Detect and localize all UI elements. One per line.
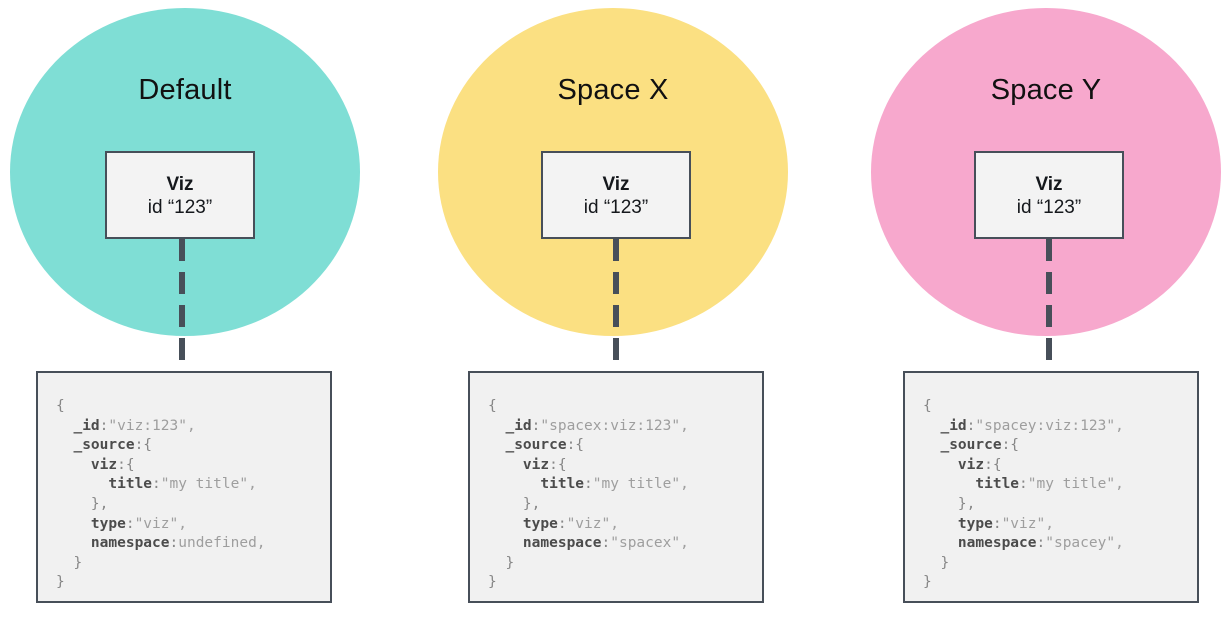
viz-box-id: id “123” <box>1016 197 1082 218</box>
code-line: namespace:undefined, <box>56 535 266 552</box>
viz-object-box: Viz id “123” <box>105 151 255 239</box>
viz-box-id: id “123” <box>583 197 649 218</box>
code-line: title:"my title", <box>923 476 1124 493</box>
spacey-space-title: Space Y <box>990 74 1102 106</box>
viz-box-id: id “123” <box>147 197 213 218</box>
viz-box-title: Viz <box>602 174 630 195</box>
code-line: { <box>923 398 932 414</box>
saved-object-code-box: { _id:"spacey:viz:123", _source:{ viz:{ … <box>903 371 1199 603</box>
code-line: _source:{ <box>923 437 1020 454</box>
code-line: } <box>488 574 497 591</box>
saved-object-code-box: { _id:"viz:123", _source:{ viz:{ title:"… <box>36 371 332 603</box>
viz-object-box: Viz id “123” <box>974 151 1124 239</box>
code-line: { <box>56 398 65 414</box>
code-line: title:"my title", <box>488 476 689 493</box>
code-line: _source:{ <box>56 437 153 454</box>
code-line: namespace:"spacey", <box>923 535 1124 552</box>
code-line: } <box>488 554 515 571</box>
connector-dashed-line <box>1046 239 1052 373</box>
viz-box-title: Viz <box>166 174 194 195</box>
code-line: namespace:"spacex", <box>488 535 689 552</box>
code-line: _source:{ <box>488 437 585 454</box>
spacex-space-title: Space X <box>557 74 669 106</box>
code-line: type:"viz", <box>923 515 1054 532</box>
saved-object-code-box: { _id:"spacex:viz:123", _source:{ viz:{ … <box>468 371 764 603</box>
code-line: } <box>923 554 950 571</box>
code-line: _id:"spacey:viz:123", <box>923 417 1124 434</box>
code-line: } <box>56 574 65 591</box>
code-line: viz:{ <box>488 456 567 473</box>
code-line: viz:{ <box>56 456 135 473</box>
code-line: } <box>56 554 83 571</box>
code-line: viz:{ <box>923 456 1002 473</box>
code-line: }, <box>488 495 541 512</box>
code-line: } <box>923 574 932 591</box>
code-line: _id:"spacex:viz:123", <box>488 417 689 434</box>
connector-dashed-line <box>179 239 185 373</box>
code-line: }, <box>56 495 109 512</box>
code-line: title:"my title", <box>56 476 257 493</box>
code-line: type:"viz", <box>488 515 619 532</box>
code-line: _id:"viz:123", <box>56 417 196 434</box>
code-line: }, <box>923 495 976 512</box>
viz-object-box: Viz id “123” <box>541 151 691 239</box>
code-line: { <box>488 398 497 414</box>
viz-box-title: Viz <box>1035 174 1063 195</box>
connector-dashed-line <box>613 239 619 373</box>
default-space-title: Default <box>138 74 232 106</box>
code-line: type:"viz", <box>56 515 187 532</box>
